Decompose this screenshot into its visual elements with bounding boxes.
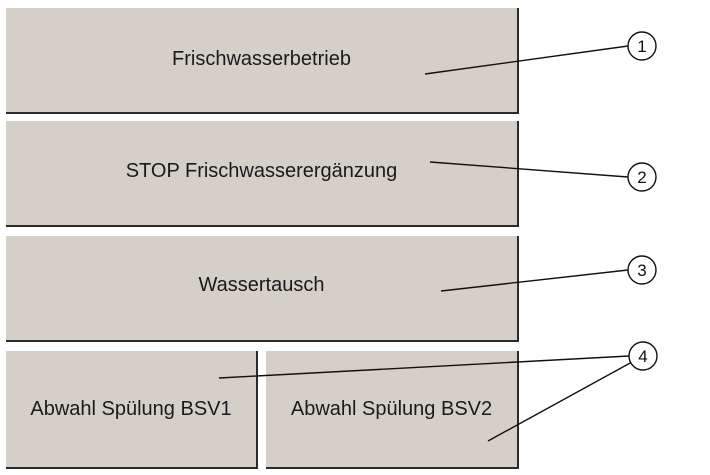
stop-fresh-water-supply-label: STOP Frischwasserergänzung	[125, 159, 398, 182]
callout-2-number: 2	[637, 168, 646, 187]
deselect-flush-bsv2-button[interactable]: Abwahl Spülung BSV2	[266, 351, 519, 469]
deselect-flush-bsv1-label: Abwahl Spülung BSV1	[30, 397, 232, 420]
water-exchange-button[interactable]: Wassertausch	[6, 236, 519, 342]
deselect-flush-bsv2-label: Abwahl Spülung BSV2	[290, 397, 493, 420]
callout-4-number: 4	[638, 347, 647, 366]
water-exchange-label: Wassertausch	[198, 273, 325, 296]
callout-3: 3	[627, 255, 657, 285]
stop-fresh-water-supply-button[interactable]: STOP Frischwasserergänzung	[6, 121, 519, 227]
fresh-water-mode-label: Frischwasserbetrieb	[172, 47, 351, 70]
fresh-water-mode-button[interactable]: Frischwasserbetrieb	[6, 8, 519, 114]
callout-1-number: 1	[637, 37, 646, 56]
deselect-flush-bsv1-button[interactable]: Abwahl Spülung BSV1	[6, 351, 258, 469]
callout-4: 4	[628, 341, 658, 371]
callout-2: 2	[627, 162, 657, 192]
callout-3-number: 3	[637, 261, 646, 280]
callout-1: 1	[627, 31, 657, 61]
